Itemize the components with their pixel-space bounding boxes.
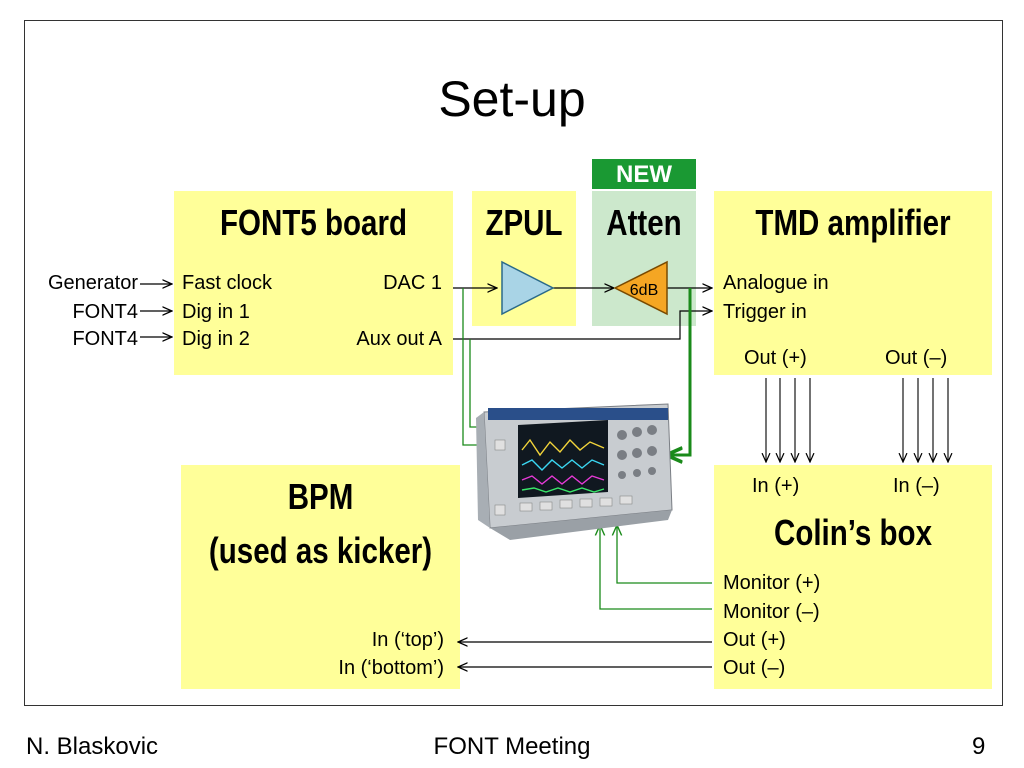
- monitor-minus-label: Monitor (–): [723, 601, 820, 623]
- monitor-plus-label: Monitor (+): [723, 572, 821, 594]
- dig-in-1-label: Dig in 1: [182, 301, 250, 323]
- tmd-title: TMD amplifier: [755, 202, 951, 243]
- generator-source: Generator: [47, 272, 138, 294]
- tmd-to-colin-arrows: [766, 378, 948, 462]
- bpm-in-top-label: In (‘top’): [371, 629, 444, 651]
- bpm-title-line2: (used as kicker): [208, 530, 433, 571]
- footer-page-number: 9: [972, 733, 986, 760]
- atten-column: [592, 191, 696, 326]
- colin-to-bpm-arrows: [458, 642, 712, 667]
- tmd-out-minus-label: Out (–): [885, 347, 948, 369]
- colin-in-plus-label: In (+): [752, 475, 800, 497]
- zpul-amplifier-icon: [501, 260, 555, 316]
- trigger-green-wire: [668, 288, 692, 455]
- tmd-out-plus-label: Out (+): [744, 347, 807, 369]
- colin-out-plus-label: Out (+): [723, 629, 786, 651]
- font5-title: FONT5 board: [220, 202, 407, 243]
- slide-frame: [24, 20, 1003, 706]
- atten-value: 6dB: [630, 282, 658, 299]
- aux-out-label: Aux out A: [356, 328, 442, 350]
- analogue-in-label: Analogue in: [723, 272, 829, 294]
- signal-chain-wires: [453, 288, 712, 340]
- oscilloscope-icon: [476, 403, 673, 540]
- bpm-title-line1: BPM: [287, 476, 354, 517]
- new-badge: NEW: [592, 159, 696, 189]
- dac1-label: DAC 1: [383, 272, 442, 294]
- monitor-green-wires: [600, 525, 712, 610]
- font4-source-2: FONT4: [72, 328, 138, 350]
- colin-in-minus-label: In (–): [893, 475, 940, 497]
- trigger-in-label: Trigger in: [723, 301, 807, 323]
- font4-source-1: FONT4: [72, 301, 138, 323]
- attenuator-icon: [613, 260, 668, 316]
- colin-out-minus-label: Out (–): [723, 657, 786, 679]
- fast-clock-label: Fast clock: [182, 272, 273, 294]
- footer-author: N. Blaskovic: [26, 733, 159, 760]
- tmd-amplifier-box: [714, 191, 992, 375]
- bpm-box: [181, 465, 460, 689]
- slide-title: Set-up: [438, 71, 586, 127]
- atten-title: Atten: [606, 202, 682, 243]
- bpm-in-bottom-label: In (‘bottom’): [338, 657, 444, 679]
- colins-box: [714, 465, 992, 689]
- colin-title: Colin’s box: [773, 512, 933, 553]
- source-arrows: [140, 284, 172, 337]
- footer-meeting: FONT Meeting: [433, 733, 591, 760]
- dig-in-2-label: Dig in 2: [182, 328, 250, 350]
- font5-board: [174, 191, 453, 375]
- zpul-title: ZPUL: [485, 202, 563, 243]
